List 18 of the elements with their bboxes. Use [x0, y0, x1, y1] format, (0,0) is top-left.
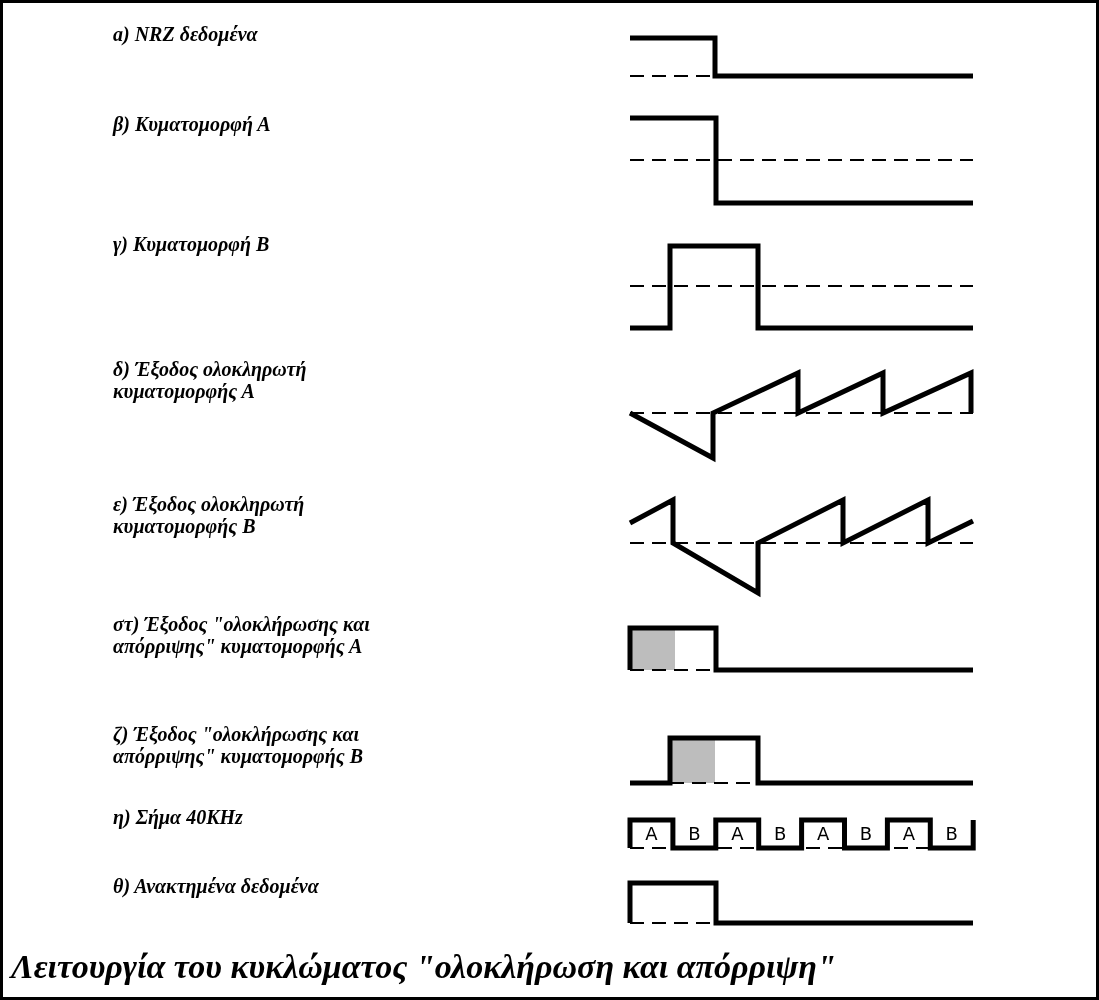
slot-letter: B	[944, 824, 959, 844]
row-label: ε) Έξοδος ολοκληρωτή κυματομορφής Β	[113, 493, 306, 537]
row-label: γ) Κυματομορφή Β	[113, 233, 271, 255]
row-label: ζ) Έξοδος "ολοκλήρωσης και απόρριψης" κυματομορφής Β	[113, 723, 365, 767]
slot-letter: A	[815, 824, 831, 844]
slot-letter: A	[730, 824, 745, 844]
row-label: θ) Ανακτημένα δεδομένα	[113, 875, 320, 897]
caption: Λειτουργία του κυκλώματος "ολοκλήρωση και απόρριψη"	[11, 948, 836, 986]
row-label: β) Κυματομορφή Α	[113, 113, 272, 135]
slot-letter: B	[858, 824, 874, 844]
row-label: στ) Έξοδος "ολοκλήρωσης και απόρριψης" κυματομορφής Α	[113, 613, 371, 657]
slot-letter: A	[901, 824, 917, 844]
row-label: δ) Έξοδος ολοκληρωτή κυματομορφής Α	[113, 358, 308, 402]
row-label: a) NRZ δεδομένα	[113, 23, 259, 45]
slot-letter: B	[773, 824, 788, 844]
row-label: η) Σήμα 40KHz	[113, 806, 244, 828]
slot-letter: B	[687, 824, 702, 844]
slot-letter: A	[644, 824, 659, 844]
